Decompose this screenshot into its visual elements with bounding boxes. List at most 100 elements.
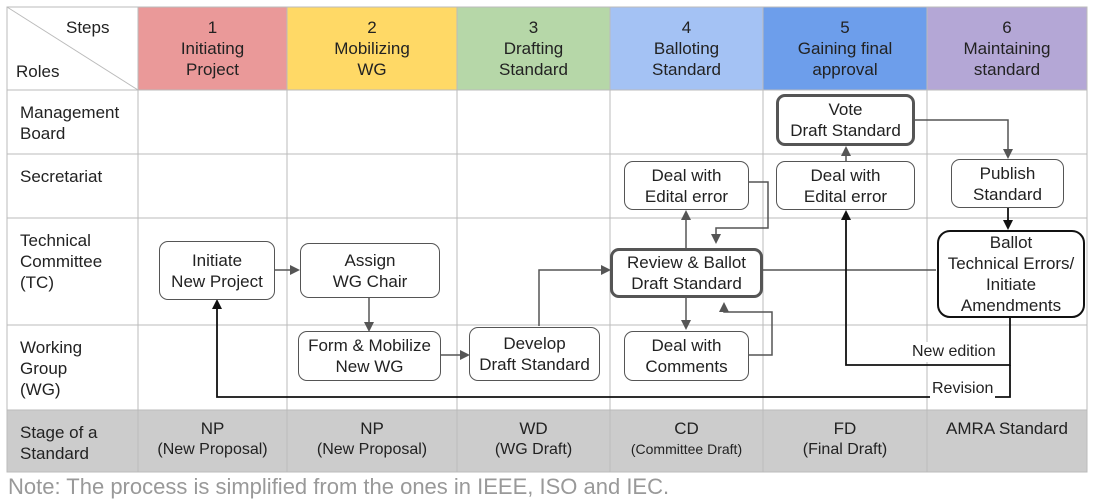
stage-description: (Committee Draft) bbox=[630, 441, 743, 457]
role-label-line: (TC) bbox=[20, 273, 54, 292]
step-number: 1 bbox=[207, 18, 218, 37]
box-text-line: Amendments bbox=[960, 296, 1062, 315]
stage-cell-3: WD (WG Draft) bbox=[457, 410, 610, 472]
footnote: Note: The process is simplified from the… bbox=[8, 474, 670, 499]
step-number: 2 bbox=[367, 18, 377, 37]
stage-cell-1: NP (New Proposal) bbox=[138, 410, 287, 472]
stage-cell-5: FD (Final Draft) bbox=[763, 410, 927, 472]
box-text-line: Standard bbox=[973, 184, 1042, 204]
step-bg-5 bbox=[763, 7, 927, 90]
corner-steps-label: Steps bbox=[66, 18, 110, 37]
review-ballot-draft-standard-box: Review & Ballot Draft Standard bbox=[610, 248, 763, 298]
step-title-line: Standard bbox=[499, 60, 568, 79]
box-text-line: Assign bbox=[344, 250, 396, 270]
step-number: 6 bbox=[1002, 18, 1012, 37]
stage-description: (New Proposal) bbox=[157, 441, 268, 458]
box-text-line: New Project bbox=[171, 271, 263, 291]
box-text-line: Edital error bbox=[803, 186, 888, 206]
step-bg-2 bbox=[287, 7, 457, 90]
stage-label-line: Standard bbox=[20, 444, 89, 463]
step-bg-1 bbox=[138, 7, 287, 90]
role-label-line: Group bbox=[20, 359, 68, 378]
box-text-line: Technical Errors/ bbox=[947, 254, 1075, 273]
corner-roles-label: Roles bbox=[16, 62, 60, 81]
box-text-line: Deal with bbox=[651, 165, 722, 185]
corner-diagonal bbox=[6, 6, 139, 91]
stage-code: NP bbox=[360, 419, 384, 438]
stage-cell-4: CD (Committee Draft) bbox=[610, 410, 763, 472]
arrow-edital-review bbox=[711, 181, 769, 244]
stage-cell-2: NP (New Proposal) bbox=[287, 410, 457, 472]
step-number: 4 bbox=[681, 18, 692, 37]
step-header-5: 5 Gaining final approval bbox=[763, 7, 927, 90]
arrow-new-edition bbox=[841, 210, 1011, 366]
role-management-board: Management Board bbox=[7, 90, 138, 154]
develop-draft-standard-box: Develop Draft Standard bbox=[469, 327, 600, 381]
role-working-group: Working Group (WG) bbox=[7, 325, 138, 410]
assign-wg-chair-box: Assign WG Chair bbox=[300, 243, 440, 298]
role-label-line: Technical bbox=[20, 231, 91, 250]
step-title-line: Mobilizing bbox=[334, 39, 410, 58]
step-header-3: 3 Drafting Standard bbox=[457, 7, 610, 90]
role-label-line: (WG) bbox=[20, 380, 61, 399]
stage-code: CD bbox=[674, 419, 699, 438]
box-text-line: Develop bbox=[503, 334, 566, 353]
box-text-line: Draft Standard bbox=[790, 121, 901, 140]
step-bg-3 bbox=[457, 7, 610, 90]
role-technical-committee: Technical Committee (TC) bbox=[7, 218, 138, 325]
step-title-line: approval bbox=[812, 60, 878, 79]
box-text-line: Initiate bbox=[985, 275, 1037, 294]
revision-label: Revision bbox=[930, 379, 996, 399]
initiate-new-project-box: Initiate New Project bbox=[159, 241, 275, 300]
step-bg-6 bbox=[927, 7, 1087, 90]
stage-label-line: Stage of a bbox=[20, 423, 98, 442]
box-text-line: New WG bbox=[335, 357, 404, 376]
stage-code: WD bbox=[519, 419, 548, 438]
deal-with-edital-error-box-step4: Deal with Edital error bbox=[624, 161, 749, 210]
stage-description: (WG Draft) bbox=[494, 441, 573, 458]
arrow-vote-publish bbox=[914, 119, 1013, 159]
role-label-line: Working bbox=[20, 338, 83, 357]
step-title-line: standard bbox=[973, 60, 1041, 79]
box-text-line: Draft Standard bbox=[479, 355, 590, 374]
stage-description: (Final Draft) bbox=[802, 441, 888, 458]
role-label-line: Management bbox=[20, 103, 120, 122]
vote-draft-standard-box: Vote Draft Standard bbox=[776, 94, 915, 146]
arrow-comments-review bbox=[719, 302, 773, 356]
stage-row-bg bbox=[7, 410, 1087, 472]
step-number: 5 bbox=[840, 18, 850, 37]
box-text-line: Edital error bbox=[644, 186, 729, 206]
step-header-4: 4 Balloting Standard bbox=[610, 7, 763, 90]
step-header-2: 2 Mobilizing WG bbox=[287, 7, 457, 90]
box-text-line: Publish bbox=[979, 163, 1036, 183]
step-bg-4 bbox=[610, 7, 763, 90]
stage-row-label: Stage of a Standard bbox=[7, 410, 138, 472]
arrow-revision bbox=[212, 299, 1011, 398]
box-text-line: Draft Standard bbox=[631, 274, 742, 293]
step-title-line: Initiating bbox=[180, 39, 245, 58]
stage-cell-6: AMRA Standard bbox=[927, 410, 1087, 472]
deal-with-comments-box: Deal with Comments bbox=[624, 331, 749, 381]
step-title-line: Standard bbox=[652, 60, 721, 79]
box-text-line: WG Chair bbox=[332, 271, 408, 291]
arrow-develop-review bbox=[538, 265, 611, 326]
box-text-line: Deal with bbox=[810, 165, 881, 185]
role-label-line: Committee bbox=[20, 252, 103, 271]
box-text-line: Vote bbox=[828, 100, 863, 119]
role-label-line: Board bbox=[20, 124, 66, 143]
box-text-line: Initiate bbox=[191, 250, 243, 270]
box-text-line: Form & Mobilize bbox=[308, 336, 431, 355]
stage-code: NP bbox=[200, 419, 225, 438]
new-edition-label: New edition bbox=[910, 342, 998, 362]
step-title-line: Balloting bbox=[653, 39, 720, 58]
step-title-line: WG bbox=[357, 60, 387, 79]
box-text-line: Review & Ballot bbox=[626, 253, 747, 272]
box-text-line: Comments bbox=[645, 357, 728, 376]
stage-code: FD bbox=[833, 419, 857, 438]
step-title-line: Drafting bbox=[503, 39, 564, 58]
stage-code: AMRA Standard bbox=[946, 419, 1068, 438]
deal-with-edital-error-box-step5: Deal with Edital error bbox=[776, 161, 915, 210]
role-label-line: Secretariat bbox=[20, 167, 103, 186]
